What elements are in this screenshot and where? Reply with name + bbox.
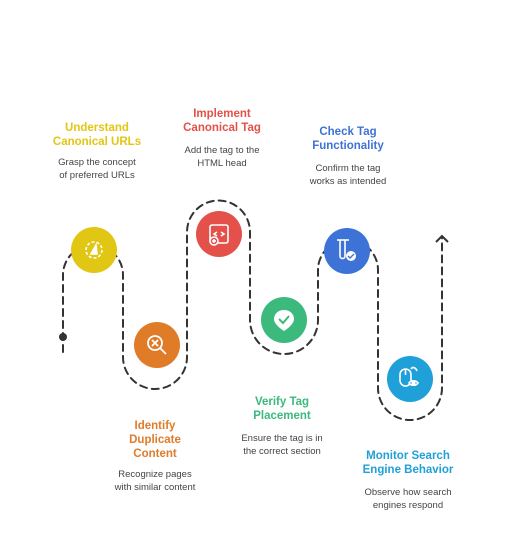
step-4-node	[261, 297, 307, 343]
path-start-dot	[59, 333, 67, 341]
path-end-arrow-icon	[435, 234, 449, 243]
search-x-icon	[147, 335, 167, 355]
step-4-description: Ensure the tag is in the correct section	[241, 433, 323, 457]
step-2-title: Identify Duplicate Content	[129, 420, 181, 460]
step-2-node	[134, 322, 180, 368]
step-4-title: Verify Tag Placement	[253, 396, 311, 422]
test-tube-check-icon	[337, 239, 356, 261]
winding-path	[62, 199, 443, 421]
step-5-node	[324, 228, 370, 274]
step-6-node	[387, 356, 433, 402]
step-3-title: Implement Canonical Tag	[183, 108, 261, 134]
step-6-circle	[387, 356, 433, 402]
step-3-node	[196, 211, 242, 257]
step-5-title: Check Tag Functionality	[312, 126, 384, 152]
step-5-description: Confirm the tag works as intended	[309, 163, 387, 187]
step-3-description: Add the tag to the HTML head	[184, 145, 260, 169]
step-2-description: Recognize pages with similar content	[114, 469, 196, 493]
code-tag-icon	[209, 224, 229, 246]
mouse-eye-icon	[399, 366, 419, 387]
step-1-node	[71, 227, 117, 273]
step-6-description: Observe how search engines respond	[364, 487, 452, 511]
step-5-circle	[324, 228, 370, 274]
compass-icon	[85, 241, 103, 259]
step-3-circle	[196, 211, 242, 257]
step-1-title: Understand Canonical URLs	[52, 122, 142, 148]
step-6-title: Monitor Search Engine Behavior	[362, 450, 454, 476]
step-1-description: Grasp the concept of preferred URLs	[58, 157, 136, 181]
check-badge-icon	[274, 310, 294, 331]
